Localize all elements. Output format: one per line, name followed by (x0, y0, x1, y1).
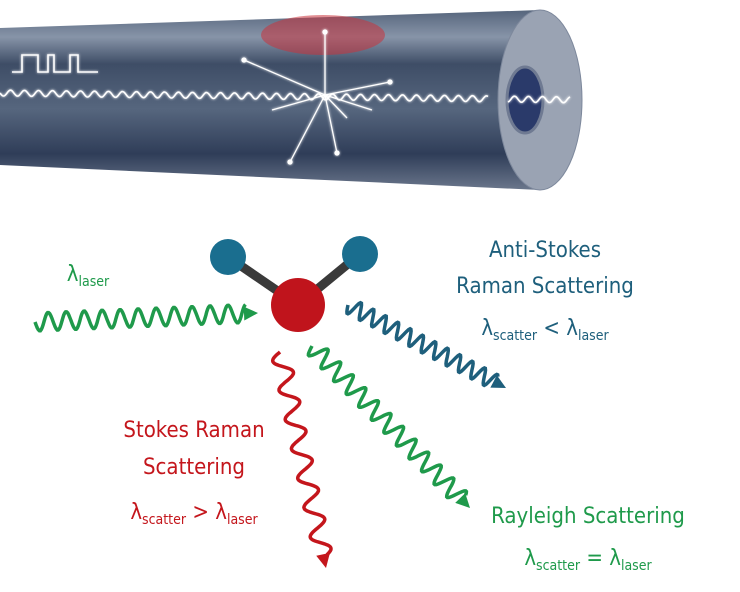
anti-stokes-arrowhead (490, 375, 506, 388)
stokes-title-2: Scattering (142, 455, 246, 480)
pulse-train-icon (12, 54, 98, 73)
anti-stokes-title-2: Raman Scattering (456, 274, 634, 299)
anti-stokes-relation: λscatter < λlaser (481, 316, 609, 344)
water-molecule (210, 236, 378, 332)
scattering-region (261, 15, 385, 55)
anti-stokes-title-1: Anti-Stokes (488, 238, 602, 263)
incident-laser-arrowhead (243, 306, 258, 321)
rayleigh-arrowhead (455, 493, 470, 508)
hydrogen-atom-right (342, 236, 378, 272)
incident-laser-wave (33, 303, 247, 333)
rayleigh-title: Rayleigh Scattering (491, 504, 685, 529)
stokes-arrowhead (316, 552, 330, 568)
guided-light-wave (0, 89, 571, 104)
anti-stokes-wave (345, 300, 500, 388)
rayleigh-relation: λscatter = λlaser (524, 546, 652, 574)
stokes-title-1: Stokes Raman (123, 418, 265, 443)
hydrogen-atom-left (210, 239, 246, 275)
stokes-wave (270, 350, 333, 556)
oxygen-atom (271, 278, 325, 332)
rayleigh-wave (306, 345, 469, 500)
incident-wavelength-label: λlaser (66, 262, 110, 290)
scatter-burst (241, 29, 393, 165)
stokes-relation: λscatter > λlaser (130, 500, 258, 528)
